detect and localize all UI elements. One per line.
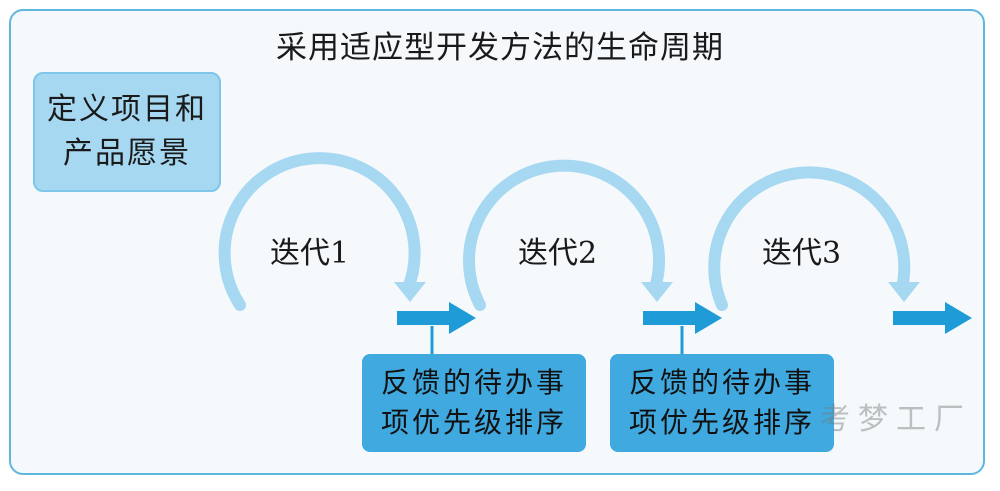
watermark: 考梦工厂 [820,402,972,437]
iteration-loop-2-head [641,282,673,302]
flow-arrow-3 [893,302,972,334]
vision-box: 定义项目和 产品愿景 [33,72,221,192]
feedback-box-2: 反馈的待办事 项优先级排序 [610,354,834,452]
iteration-loop-3-head [888,282,920,302]
iteration-loop-3 [708,166,911,311]
iteration-label-2: 迭代2 [518,236,598,271]
iteration-label-1: 迭代1 [270,236,350,271]
iteration-label-3: 迭代3 [762,236,842,271]
iteration-loop-1 [218,152,421,311]
feedback-box-1: 反馈的待办事 项优先级排序 [362,354,586,452]
flow-arrow-1 [397,302,476,334]
diagram-title: 采用适应型开发方法的生命周期 [276,30,724,66]
flow-arrow-2 [643,302,722,334]
iteration-loop-2 [463,159,665,311]
iteration-loop-1-head [394,282,426,302]
